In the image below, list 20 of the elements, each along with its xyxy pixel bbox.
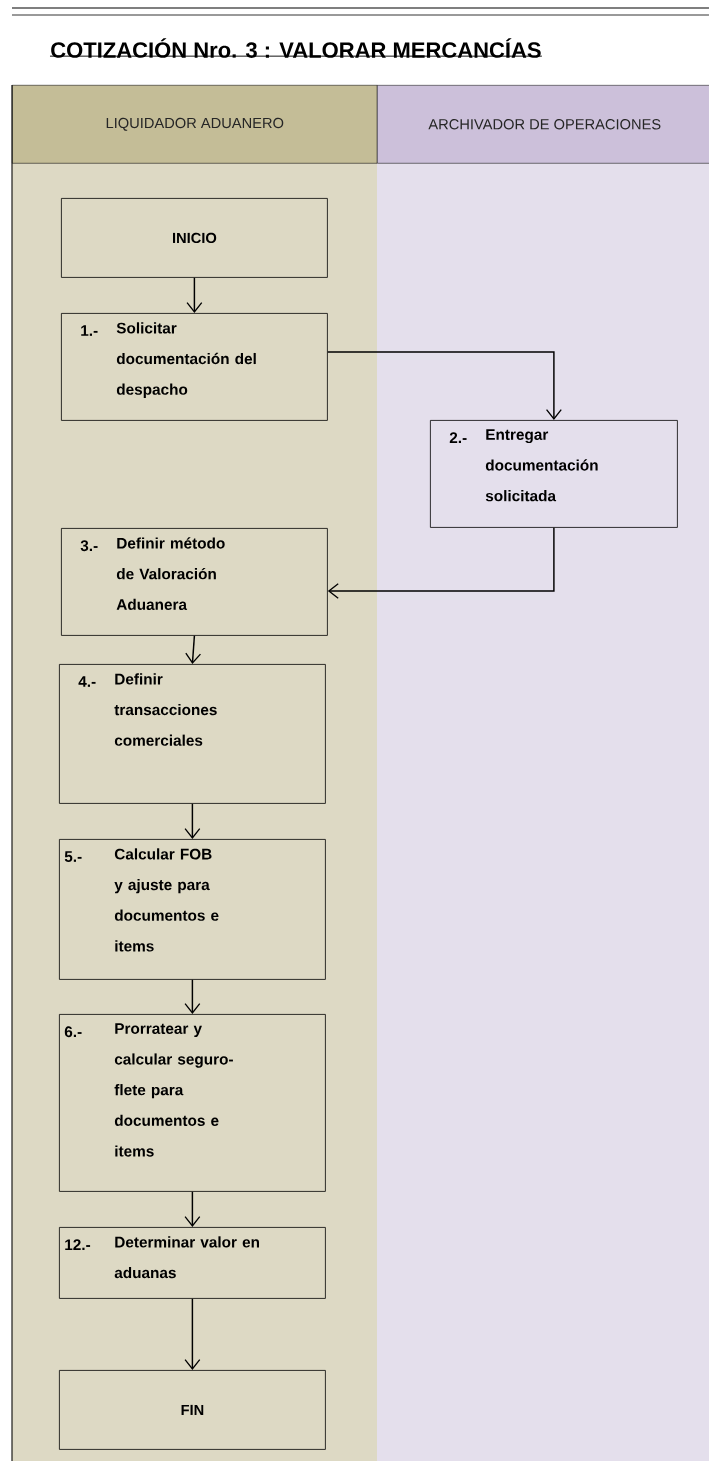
node-label: ARCHIVADOR DE OPERACIONES [428,119,661,130]
process-box: 4.- Definir transacciones comerciales [59,664,326,804]
process-box: FIN [59,1370,326,1450]
process-box: 6.- Prorratear y calcular seguro-flete para documentos e items [59,1014,326,1192]
arrow [327,351,562,420]
node-label: LIQUIDADOR ADUANERO [106,117,284,131]
arrow [184,1298,201,1370]
arrow [184,1191,201,1227]
process-box: 5.- Calcular FOB y ajuste para documentos e items [59,839,326,980]
process-box: 1.- Solicitar documentación del despacho [61,313,328,421]
arrow [184,803,201,839]
process-box: 3.- Definir método de Valoración Aduanera [61,528,328,636]
process-box: INICIO [61,198,328,278]
arrow [185,635,202,664]
arrow [327,527,555,599]
title: COTIZACIÓN Nro. 3 : VALORAR MERCANCÍAS [51,38,541,58]
process-box: 2.- Entregar documentación solicitada [430,420,678,528]
arrow [186,277,203,313]
process-box: 12.- Determinar valor en aduanas [59,1227,326,1299]
arrow [184,979,201,1014]
